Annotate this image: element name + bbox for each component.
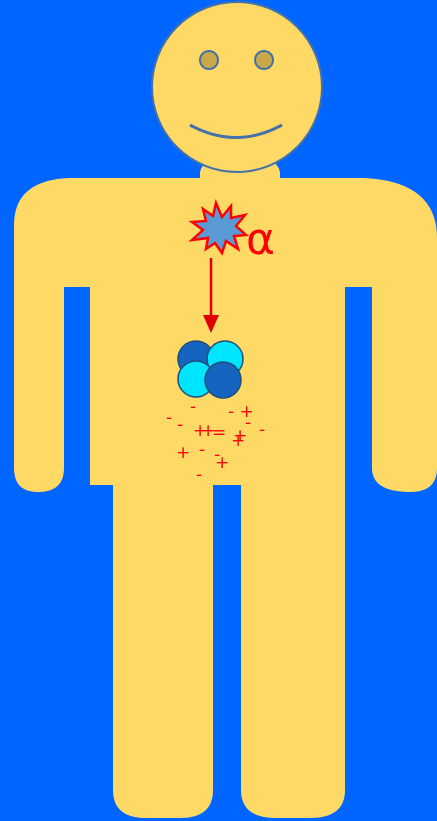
- right-eye: [255, 51, 273, 69]
- left-eye: [200, 51, 218, 69]
- ion-mark: +: [176, 443, 190, 463]
- ion-mark: -: [259, 420, 265, 440]
- ion-mark: +: [215, 453, 229, 473]
- ion-mark: -: [177, 415, 183, 435]
- ion-mark: =: [212, 423, 226, 443]
- ion-mark: -: [166, 408, 172, 428]
- molecule-icon: [178, 341, 243, 398]
- nucleon: [205, 362, 241, 398]
- ion-mark: -: [196, 465, 202, 485]
- left-leg: [113, 470, 213, 818]
- head: [152, 2, 322, 172]
- right-leg: [241, 470, 345, 818]
- alpha-label: α: [246, 214, 275, 265]
- ion-mark: -: [199, 440, 205, 460]
- ion-mark: +: [233, 426, 247, 446]
- ion-mark: -: [190, 397, 196, 417]
